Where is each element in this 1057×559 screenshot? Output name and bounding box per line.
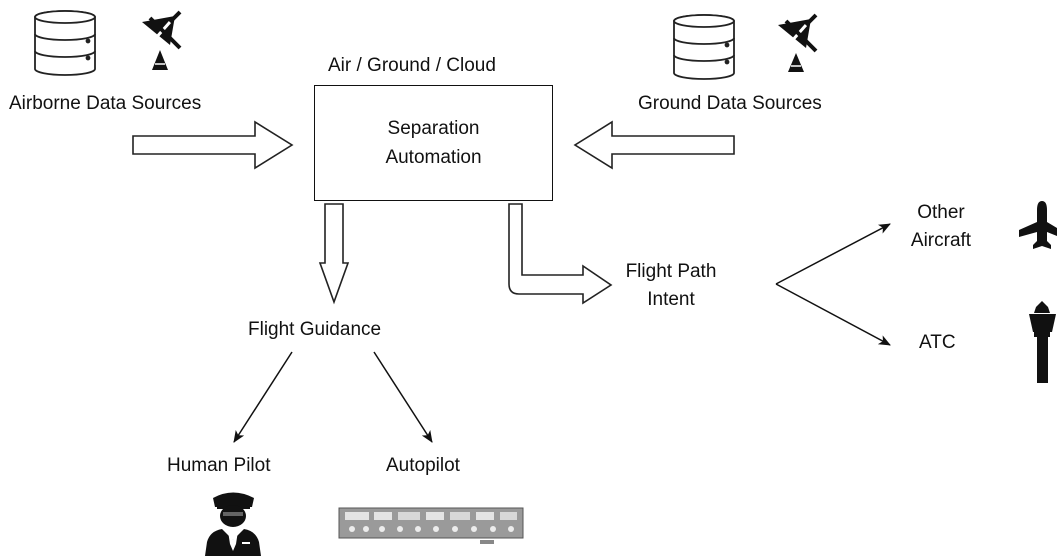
flight-path-line1: Flight Path: [625, 261, 717, 282]
airborne-sources-label: Airborne Data Sources: [9, 93, 202, 114]
automation-label-line2: Automation: [385, 147, 482, 168]
autopilot-panel-icon: [338, 507, 524, 544]
airborne-database-icon: [34, 10, 96, 76]
flight-path-intent-label: Flight Path Intent: [618, 258, 724, 314]
other-aircraft-line1: Other: [917, 202, 965, 223]
guidance-to-pilot-arrow: [233, 351, 293, 443]
atc-label: ATC: [919, 332, 956, 353]
separation-automation-box: Separation Automation: [314, 85, 553, 201]
guidance-to-autopilot-arrow: [373, 351, 433, 443]
automation-label-line1: Separation: [387, 118, 480, 139]
ground-satellite-dish-icon: [778, 13, 818, 72]
airplane-icon: [1019, 201, 1057, 249]
ground-sources-label: Ground Data Sources: [638, 93, 822, 114]
flight-guidance-label: Flight Guidance: [248, 319, 382, 340]
pilot-icon: [205, 492, 261, 556]
airborne-input-arrow: [132, 120, 294, 170]
flight-path-line2: Intent: [647, 289, 695, 310]
ground-database-icon: [673, 14, 735, 80]
guidance-output-arrow: [318, 203, 350, 305]
intent-output-arrow: [508, 203, 613, 305]
airborne-satellite-dish-icon: [142, 10, 182, 70]
ground-input-arrow: [573, 120, 735, 170]
intent-to-aircraft-arrow: [775, 223, 891, 285]
autopilot-label: Autopilot: [386, 455, 460, 476]
human-pilot-label: Human Pilot: [167, 455, 271, 476]
intent-to-atc-arrow: [775, 283, 891, 346]
other-aircraft-line2: Aircraft: [910, 230, 972, 251]
container-label: Air / Ground / Cloud: [328, 55, 496, 76]
other-aircraft-label: Other Aircraft: [906, 199, 976, 255]
control-tower-icon: [1029, 301, 1056, 383]
